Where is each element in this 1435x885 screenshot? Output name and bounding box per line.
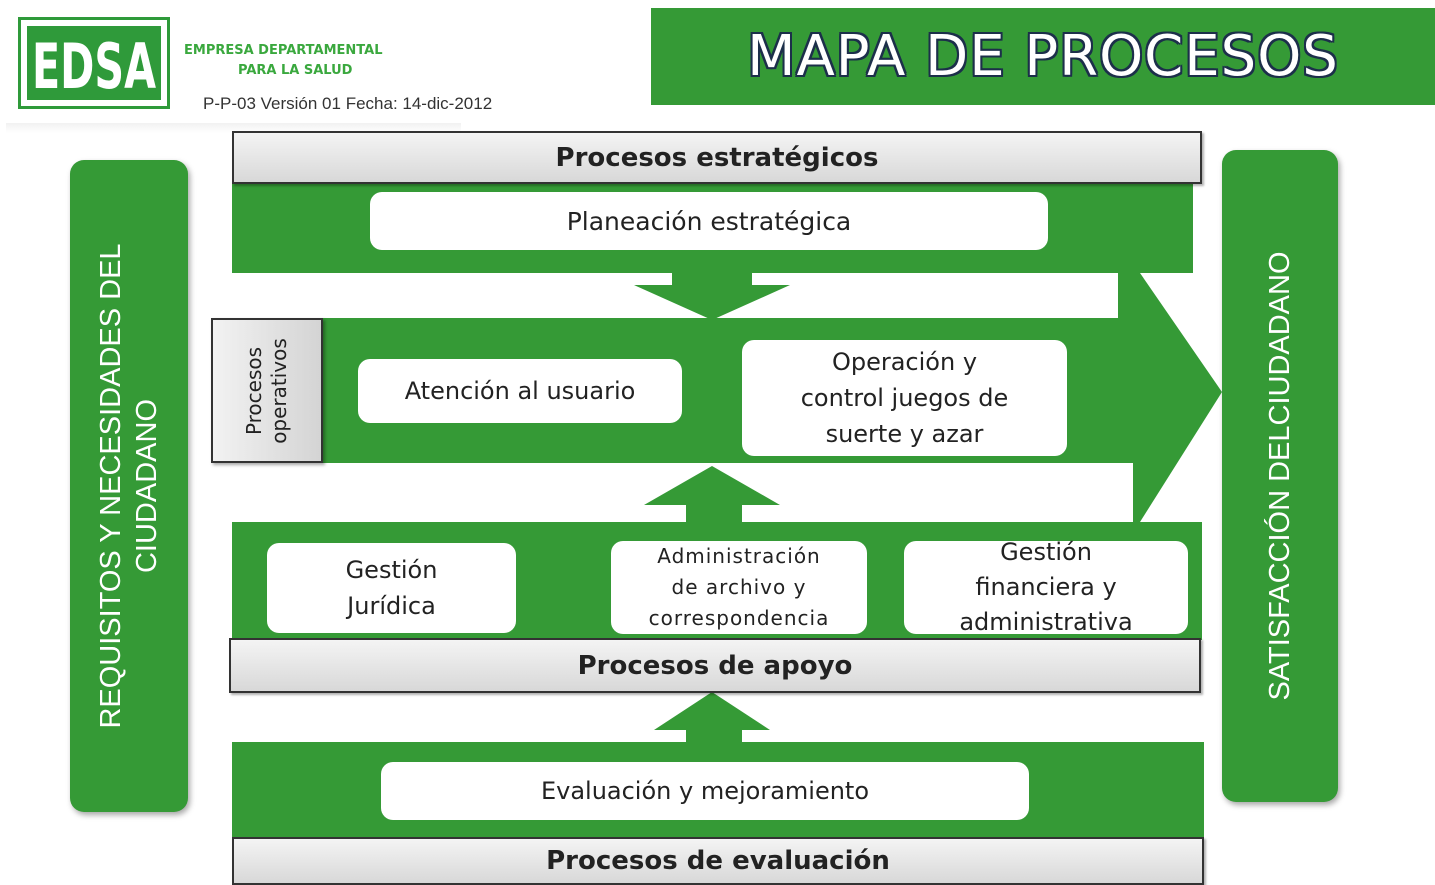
process-box-games-operation: Operación y control juegos de suerte y a… (742, 340, 1067, 456)
org-name-line1: EMPRESA DEPARTAMENTAL (184, 43, 383, 58)
process-label-line: de archivo y (671, 575, 807, 599)
operational-label-line1: Procesos (242, 346, 266, 435)
evaluation-up-arrow (654, 692, 770, 745)
evaluation-processes-bar: Procesos de evaluación (232, 837, 1204, 885)
process-label-line: Operación y (831, 348, 978, 376)
process-box-evaluation: Evaluación y mejoramiento (381, 762, 1029, 820)
process-label-line: Gestión (1000, 538, 1092, 566)
process-box-legal-management: Gestión Jurídica (267, 543, 516, 633)
evaluation-processes-label: Procesos de evaluación (546, 846, 890, 876)
strategic-processes-bar: Procesos estratégicos (232, 131, 1202, 184)
page-title: MAPA DE PROCESOS (747, 24, 1339, 89)
process-label-line: Gestión (345, 556, 438, 584)
header-divider (6, 123, 461, 133)
strategic-processes-label: Procesos estratégicos (555, 142, 879, 173)
process-box-user-service: Atención al usuario (358, 359, 682, 423)
org-name-line2: PARA LA SALUD (238, 63, 353, 78)
strategic-down-arrow (634, 273, 790, 320)
operational-processes-label: Procesos operativos (242, 338, 292, 444)
support-up-arrow (644, 466, 780, 525)
document-code: P-P-03 Versión 01 Fecha: 14-dic-2012 (203, 94, 493, 113)
operational-processes-tab: Procesos operativos (211, 318, 323, 463)
process-label-line: control juegos de (800, 384, 1009, 412)
support-processes-label: Procesos de apoyo (577, 650, 853, 681)
process-label: Planeación estratégica (566, 206, 852, 236)
process-label-line: correspondencia (648, 606, 830, 630)
process-label-line: Administración (657, 544, 821, 568)
process-label: Evaluación y mejoramiento (540, 777, 870, 805)
citizen-satisfaction-pillar: SATISFACCIÓN DELCIUDADANO (1222, 150, 1338, 802)
title-banner: MAPA DE PROCESOS (651, 8, 1435, 105)
process-label: Atención al usuario (404, 377, 636, 405)
citizen-requirements-pillar: REQUISITOS Y NECESIDADES DEL CIUDADANO (70, 160, 188, 812)
process-label-line: administrativa (959, 608, 1133, 636)
process-label-line: Jurídica (347, 592, 436, 620)
process-label-line: suerte y azar (825, 420, 984, 448)
process-box-financial-management: Gestión financiera y administrativa (904, 538, 1188, 636)
process-box-strategic-planning: Planeación estratégica (370, 192, 1048, 250)
logo-text: EDSA (32, 30, 156, 103)
support-processes-bar: Procesos de apoyo (229, 638, 1201, 693)
process-box-archive-administration: Administración de archivo y corresponden… (611, 541, 867, 634)
process-label-line: financiera y (975, 573, 1117, 601)
edsa-logo: EDSA (18, 17, 170, 109)
operational-label-line2: operativos (267, 337, 291, 444)
